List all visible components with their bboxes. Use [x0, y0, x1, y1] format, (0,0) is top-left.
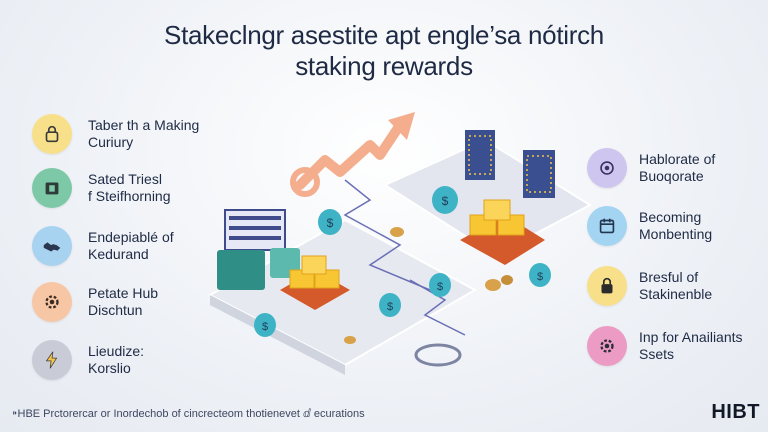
- left-feature-3: Endepiablé of Kedurand: [32, 226, 174, 266]
- left-gold-bars: [301, 255, 327, 275]
- left-platform-side: [210, 295, 345, 375]
- network-line-2: [409, 279, 466, 336]
- left-feature-5: Lieudize: Korslio: [32, 340, 144, 380]
- coin-1: [390, 227, 404, 237]
- left-feature-2-line1: Sated Triesl: [88, 171, 162, 187]
- right-feature-3-line2: Stakinenble: [639, 286, 713, 302]
- lock-icon: [32, 114, 72, 154]
- money-bag-2-symbol: $: [442, 194, 449, 208]
- teal-card-stack: [217, 250, 265, 290]
- staking-illustration: $ $ $ $ $ $: [207, 112, 593, 375]
- right-feature-4-text: Inp for Anailiants Ssets: [639, 329, 743, 363]
- right-feature-1-line1: Hablorate of: [639, 151, 716, 167]
- right-feature-2: Becoming Monbenting: [587, 206, 712, 246]
- gear-icon: [587, 326, 627, 366]
- left-feature-1-text: Taber th a Making Curiury: [88, 117, 199, 151]
- money-bag-6-symbol: $: [537, 271, 543, 283]
- brand-logo: HIBT: [711, 401, 760, 423]
- right-feature-1: Hablorate of Buoqorate: [587, 148, 715, 188]
- right-feature-4: Inp for Anailiants Ssets: [587, 326, 743, 366]
- lightning-icon: [32, 340, 72, 380]
- left-feature-5-line2: Korslio: [88, 360, 131, 376]
- coin-2: [485, 279, 501, 291]
- money-bag-6: $: [529, 263, 551, 287]
- money-bag-5: $: [254, 313, 276, 337]
- ring-ornament: [414, 343, 462, 367]
- lock-icon: [587, 266, 627, 306]
- growth-arrow: [295, 120, 405, 190]
- calendar-icon: [587, 206, 627, 246]
- handshake-icon: [32, 226, 72, 266]
- left-feature-5-text: Lieudize: Korslio: [88, 343, 144, 377]
- money-bag-4-symbol: $: [387, 301, 393, 313]
- key-ring: [290, 167, 320, 197]
- right-feature-3: Bresful of Stakinenble: [587, 266, 712, 306]
- document-panel-left: [465, 130, 495, 180]
- coin-3: [501, 275, 513, 285]
- left-feature-4-text: Petate Hub Dischtun: [88, 285, 158, 319]
- left-feature-2: Sated Triesl f Steifhorning: [32, 168, 171, 208]
- money-bag-3-symbol: $: [437, 281, 443, 293]
- growth-arrow-head: [388, 112, 415, 140]
- title-line-1: Stakeᴄlngr asestite apt engle’sa nótirch: [164, 20, 604, 50]
- right-feature-4-line1: Inp for Anailiants: [639, 329, 743, 345]
- network-line-1: [343, 179, 431, 291]
- money-bag-5-symbol: $: [262, 321, 268, 333]
- right-feature-2-text: Becoming Monbenting: [639, 209, 712, 243]
- left-feature-1: Taber th a Making Curiury: [32, 114, 199, 154]
- left-feature-1-line2: Curiury: [88, 134, 134, 150]
- left-feature-5-line1: Lieudize:: [88, 343, 145, 359]
- money-bag-1-symbol: $: [327, 216, 334, 230]
- right-feature-1-line2: Buoqorate: [639, 168, 704, 184]
- page-title: Stakeᴄlngr asestite apt engle’sa nótirch…: [0, 20, 768, 82]
- right-feature-3-line1: Bresful of: [639, 269, 699, 285]
- right-feature-2-line2: Monbenting: [639, 226, 713, 242]
- gear-icon: [32, 282, 72, 322]
- title-line-2: staking rewards: [295, 51, 473, 81]
- coin-4: [344, 336, 356, 344]
- wallet-icon: [32, 168, 72, 208]
- coins-icon: [587, 148, 627, 188]
- right-feature-4-line2: Ssets: [639, 346, 675, 362]
- left-feature-3-line2: Kedurand: [88, 246, 149, 262]
- money-bag-1: $: [318, 209, 342, 235]
- right-platform: [382, 138, 593, 257]
- left-feature-2-text: Sated Triesl f Steifhorning: [88, 171, 171, 205]
- document-panel-right: [523, 150, 555, 198]
- left-feature-4: Petate Hub Dischtun: [32, 282, 158, 322]
- right-feature-2-line1: Becoming: [639, 209, 702, 225]
- money-bag-3: $: [429, 273, 451, 297]
- left-feature-4-line2: Dischtun: [88, 302, 143, 318]
- right-gold-bars: [483, 199, 511, 221]
- left-feature-3-line1: Endepiablé of: [88, 229, 174, 245]
- money-bag-4: $: [379, 293, 401, 317]
- left-feature-3-text: Endepiablé of Kedurand: [88, 229, 174, 263]
- right-feature-3-text: Bresful of Stakinenble: [639, 269, 712, 303]
- right-feature-1-text: Hablorate of Buoqorate: [639, 151, 715, 185]
- left-feature-2-line2: f Steifhorning: [88, 188, 171, 204]
- footer-caption: ⁍HBE Prctorercar or Inordechob of cincre…: [12, 408, 365, 420]
- left-feature-4-line1: Petate Hub: [88, 285, 159, 301]
- left-feature-1-line1: Taber th a Making: [88, 117, 200, 133]
- money-bag-2: $: [432, 186, 458, 214]
